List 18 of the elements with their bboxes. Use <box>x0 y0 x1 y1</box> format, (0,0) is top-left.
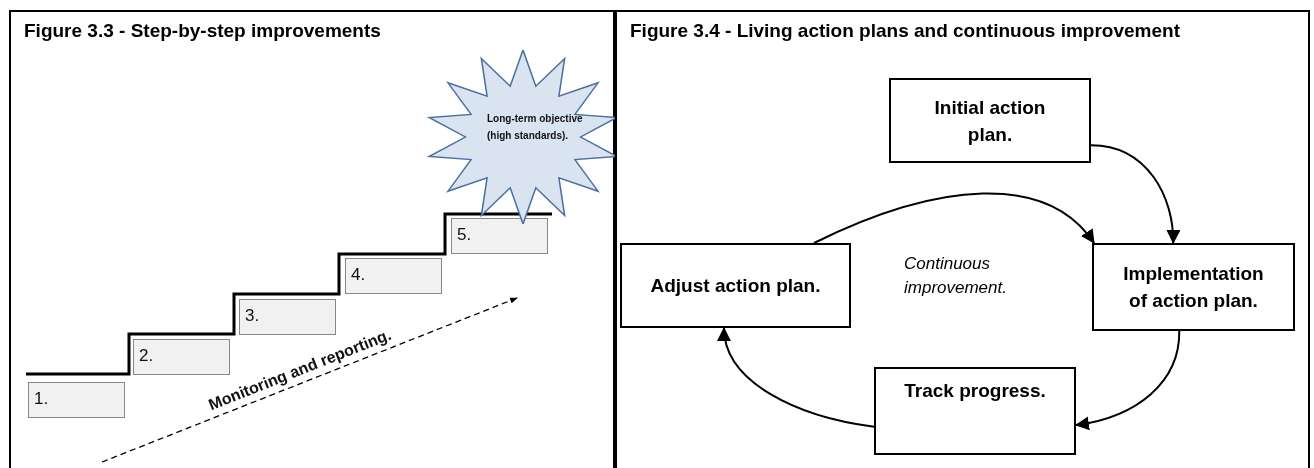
figure-panel <box>9 10 615 468</box>
figure-title: Figure 3.4 - Living action plans and continuous improvement <box>630 20 1181 41</box>
process-box: Implementation of action plan. <box>1092 243 1295 331</box>
step-box: 2. <box>133 339 230 375</box>
cycle-label: Continuous improvement. <box>904 253 1008 299</box>
curved-arrow <box>718 327 875 428</box>
figure-title: Figure 3.3 - Step-by-step improvements <box>24 20 382 41</box>
step-box: 1. <box>28 382 125 418</box>
process-box: Initial action plan. <box>889 78 1091 163</box>
figure-panel <box>615 10 1310 468</box>
step-box: 5. <box>451 218 548 254</box>
step-box: 4. <box>345 258 442 294</box>
process-box: Track progress. <box>874 367 1076 455</box>
curved-arrow <box>813 192 1096 244</box>
step-box: 3. <box>239 299 336 335</box>
curved-arrow <box>1075 330 1181 430</box>
process-box: Adjust action plan. <box>620 243 851 328</box>
curved-arrow <box>1090 144 1180 244</box>
